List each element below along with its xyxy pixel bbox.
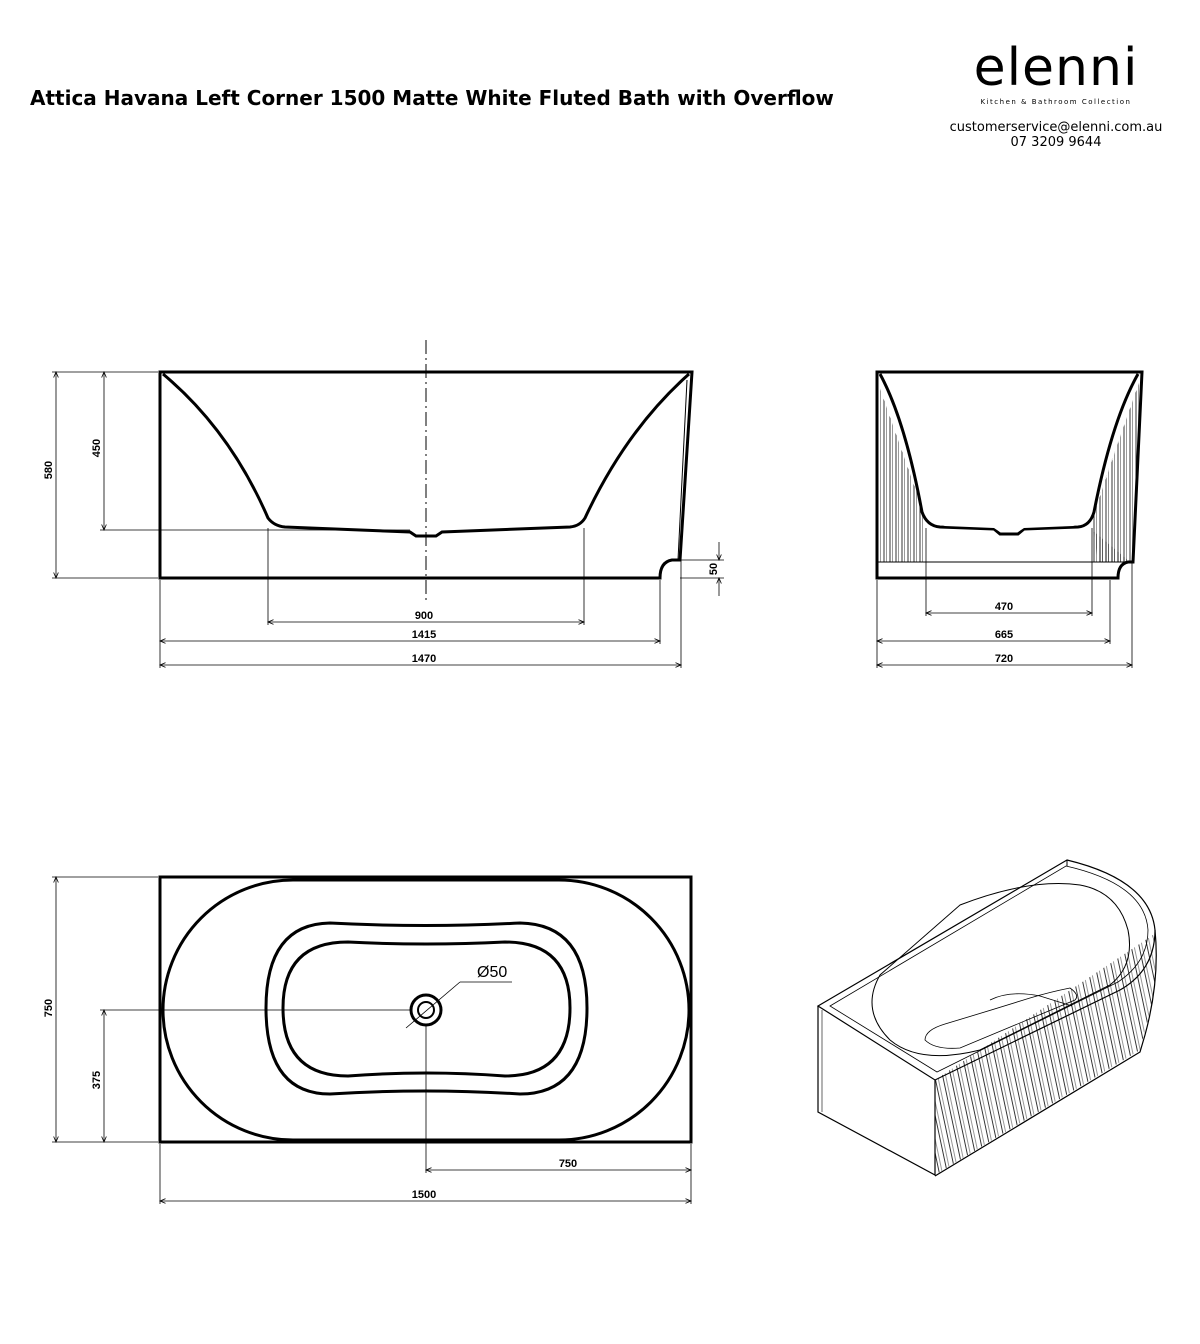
dim-front-bottom-width: 1415 xyxy=(412,629,436,641)
contact-email[interactable]: customerservice@elenni.com.au xyxy=(949,120,1163,135)
page-title: Attica Havana Left Corner 1500 Matte Whi… xyxy=(30,86,834,110)
side-outline xyxy=(875,370,1144,580)
dim-front-base-width: 900 xyxy=(415,610,433,622)
side-basin xyxy=(878,373,1140,536)
front-elevation xyxy=(52,340,724,668)
front-dimension-labels: 580 450 50 900 1415 1470 xyxy=(43,439,720,665)
dim-side-base-width: 470 xyxy=(995,601,1013,613)
dim-plan-waste-offset-y: 375 xyxy=(91,1071,103,1089)
plan-basin-inner xyxy=(281,940,572,1078)
plan-waste-outer xyxy=(409,993,443,1027)
contact-block: customerservice@elenni.com.au 07 3209 96… xyxy=(940,120,1172,150)
brand-tagline: Kitchen & Bathroom Collection xyxy=(980,98,1132,106)
brand-logo: elenni xyxy=(973,38,1139,98)
plan-view xyxy=(52,875,693,1204)
plan-outline xyxy=(158,875,693,1144)
iso-top-rim xyxy=(816,859,1156,1081)
dim-side-bottom-width: 665 xyxy=(995,629,1013,641)
iso-bowl xyxy=(871,883,1131,1057)
side-dimension-labels: 470 665 720 xyxy=(995,601,1013,665)
dim-front-height-total: 580 xyxy=(43,461,55,479)
dim-front-depth-inner: 450 xyxy=(91,439,103,457)
dim-plan-waste-diameter: Ø50 xyxy=(477,964,507,981)
plan-waste-inner xyxy=(417,1001,435,1019)
side-elevation xyxy=(875,370,1144,668)
dim-plan-width-total: 750 xyxy=(43,999,55,1017)
plan-dimension-labels: 750 375 750 1500 Ø50 xyxy=(43,964,577,1201)
isometric-view xyxy=(816,859,1157,1177)
dim-plan-waste-offset-x: 750 xyxy=(559,1158,577,1170)
brand-block: elenni Kitchen & Bathroom Collection xyxy=(940,40,1172,106)
dim-side-top-width: 720 xyxy=(995,653,1013,665)
iso-left-face xyxy=(817,1006,936,1177)
dim-front-plinth: 50 xyxy=(708,563,720,575)
front-outline xyxy=(158,370,694,580)
contact-phone[interactable]: 07 3209 9644 xyxy=(1010,135,1102,150)
dim-plan-length-total: 1500 xyxy=(412,1189,436,1201)
plan-basin-outer xyxy=(264,921,589,1096)
dim-front-top-width: 1470 xyxy=(412,653,436,665)
